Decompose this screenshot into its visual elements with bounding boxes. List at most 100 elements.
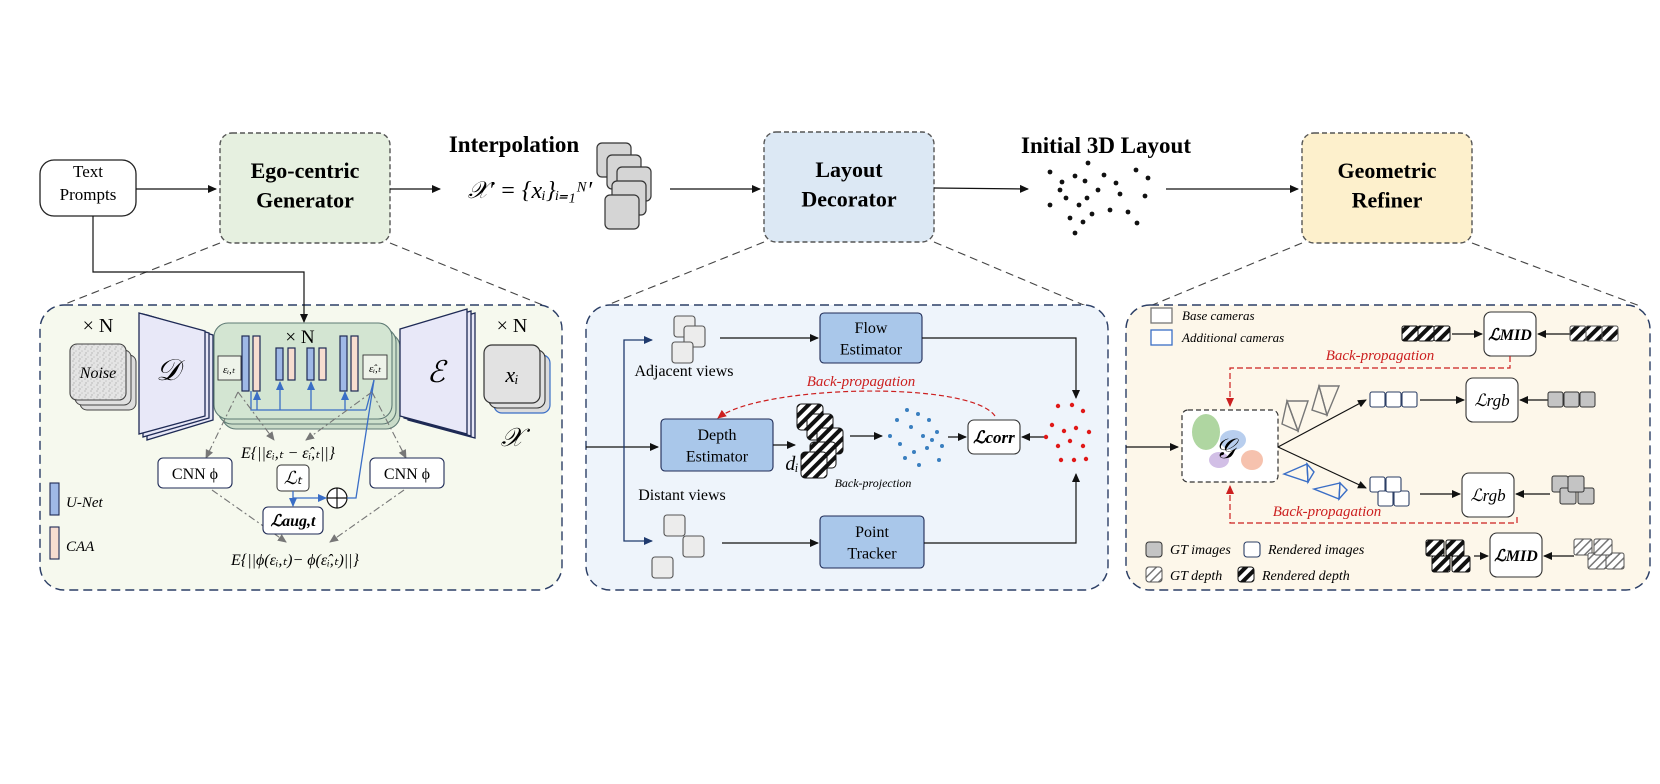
base-cameras-label: Base cameras [1182, 308, 1255, 323]
times-n-left: × N [83, 315, 114, 337]
lmid-bottom-box [1489, 532, 1543, 578]
encoder-block [399, 308, 476, 439]
initial-layout-title: Initial 3D Layout [1021, 133, 1191, 158]
tracked-points [1043, 402, 1092, 463]
gt-images-top [1547, 391, 1596, 408]
lrgb-bottom-box [1461, 472, 1515, 518]
gt-images-bottom [1551, 475, 1595, 505]
cnn-left-box [157, 457, 233, 489]
back-projection-label: Back-projection [835, 476, 912, 490]
lcorr-label: ℒcorr [973, 428, 1015, 447]
base-camera-swatch [1150, 307, 1173, 324]
cnn-right-box [369, 457, 445, 489]
unet-bar [339, 335, 348, 392]
aug-flow-arrows [289, 379, 375, 507]
distant-views-label: Distant views [638, 487, 726, 504]
xi-label: xᵢ [504, 362, 518, 387]
refiner-detail-panel: Base cameras Additional cameras 𝒢 ℒMID [1125, 304, 1651, 591]
caa-bar [252, 335, 261, 392]
base-camera-icons [1281, 383, 1341, 434]
back-prop-top-line [1226, 356, 1511, 407]
distant-view-frames [651, 514, 705, 579]
lrgb-top-box [1465, 377, 1519, 423]
laug-box [262, 506, 324, 535]
expectation-bottom: E{||ϕ(εᵢ,ₜ)− ϕ(ε̂ᵢ,ₜ)||} [230, 552, 360, 569]
rendered-depth-bottom [1425, 539, 1471, 573]
times-n-right: × N [497, 315, 528, 337]
eps-hat-label: ε̂ᵢ,ₜ [369, 363, 382, 375]
lrgb-top-label: ℒrgb [1474, 391, 1509, 410]
back-propagation-arc [717, 390, 996, 419]
unet-bar [306, 347, 315, 381]
prompt-to-unet-line [92, 216, 308, 323]
cnn-left-label: CNN ϕ [172, 466, 218, 483]
rendered-images-top [1369, 391, 1418, 408]
generator-box [219, 132, 391, 244]
gt-depth-bottom [1573, 538, 1625, 570]
gt-depth-swatch [1145, 566, 1163, 583]
legend-caa-swatch [49, 526, 60, 560]
view-split-lines [623, 336, 653, 545]
decorator-to-layout-arrow [933, 184, 1029, 193]
rendered-images-swatch [1243, 541, 1261, 558]
skip-connections [250, 379, 375, 411]
adjacent-view-frames [671, 315, 706, 364]
depth-maps [796, 403, 844, 479]
caa-bar [287, 347, 296, 381]
eps-hat-box [362, 354, 388, 380]
gt-depth-label: GT depth [1170, 569, 1222, 584]
encoder-symbol: ℰ [427, 356, 448, 389]
legend-unet-swatch [49, 482, 60, 516]
rendered-images-bottom [1369, 476, 1410, 507]
lt-label: ℒₜ [284, 468, 303, 488]
gt-images-swatch [1145, 541, 1163, 558]
eps-box [217, 355, 242, 381]
rendered-depth-top [1401, 325, 1451, 342]
legend-caa-label: CAA [66, 539, 95, 555]
backprojected-points [888, 408, 944, 467]
decoder-block [138, 312, 214, 441]
sum-operator [326, 487, 348, 509]
noise-stack [69, 343, 137, 411]
times-n-unet: × N [285, 327, 314, 348]
point-tracker-box [819, 515, 925, 569]
tracker-to-points-line [924, 473, 1080, 544]
unet-bar [241, 335, 250, 392]
gt-images-label: GT images [1170, 543, 1231, 558]
lcorr-box [967, 419, 1021, 455]
initial-point-cloud [1047, 160, 1151, 236]
refiner-box [1301, 132, 1473, 244]
rendered-images-label: Rendered images [1267, 543, 1365, 558]
cnn-right-label: CNN ϕ [384, 466, 430, 483]
generator-detail-panel: × N Noise 𝒟 × N εᵢ,ₜ [39, 216, 563, 591]
ray-to-top-branch [1277, 399, 1367, 448]
decorator-box [763, 131, 935, 243]
gt-depth-top [1569, 325, 1619, 342]
noise-label: Noise [79, 365, 116, 382]
caa-bar [318, 347, 327, 381]
back-propagation-label: Back-propagation [807, 374, 916, 390]
lmid-bottom-label: ℒMID [1494, 548, 1538, 565]
flow-to-points-line [922, 337, 1080, 399]
interpolated-frames [596, 142, 652, 230]
text-prompts-box [39, 159, 137, 217]
interpolation-formula: 𝒳′ = {xᵢ}ᵢ₌₁ᴺ′ [468, 178, 593, 204]
additional-camera-swatch [1150, 329, 1173, 346]
ray-to-bottom-branch [1277, 446, 1367, 489]
laug-label: ℒaug,t [271, 513, 316, 530]
rendered-depth-label: Rendered depth [1261, 569, 1350, 584]
back-prop-bottom-line [1226, 485, 1518, 524]
adjacent-views-label: Adjacent views [634, 363, 733, 380]
eps-label: εᵢ,ₜ [223, 364, 236, 376]
rendered-depth-swatch [1237, 566, 1255, 583]
xi-stack [483, 344, 551, 414]
